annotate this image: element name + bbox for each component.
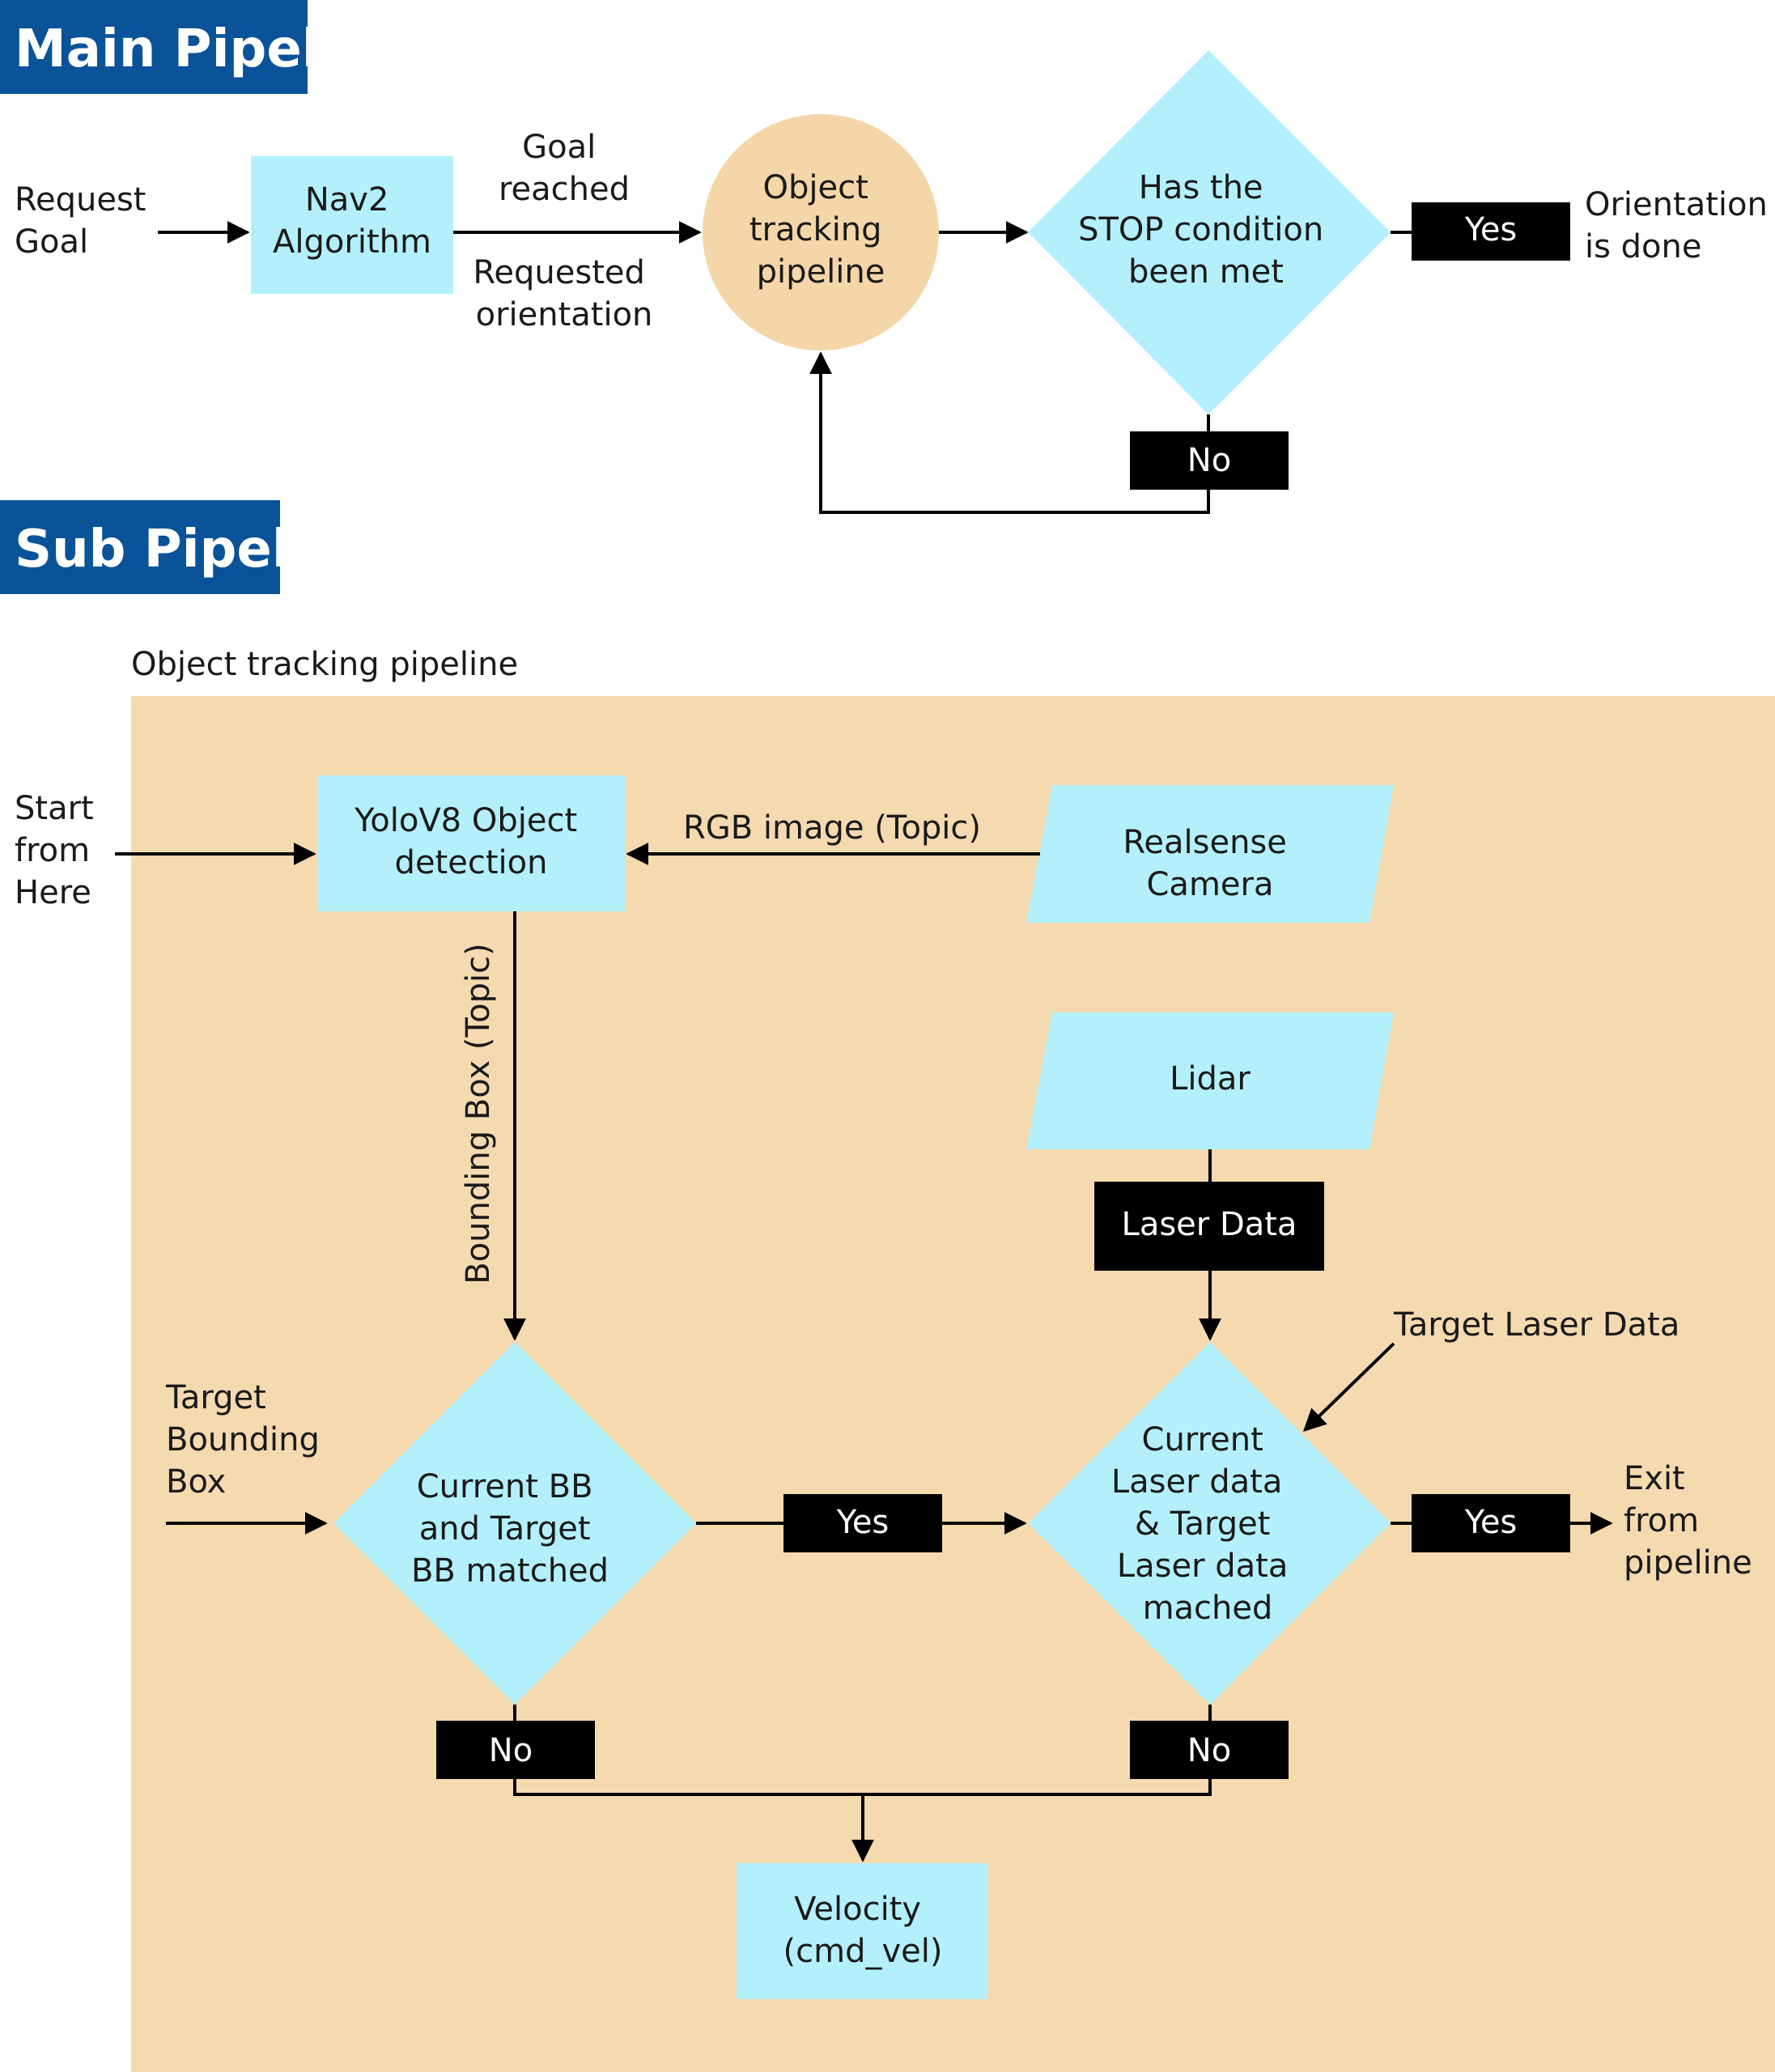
velocity-label: Velocity (cmd_vel) — [783, 1891, 943, 1970]
orientation-done-label: Orientation is done — [1585, 186, 1775, 265]
sub-no-tag-2 — [1130, 1721, 1289, 1779]
rgb-image-topic-label: RGB image (Topic) — [683, 809, 981, 847]
realsense-camera-label: Realsense Camera — [1123, 824, 1297, 903]
laser-data-label: Laser Data — [1122, 1206, 1297, 1243]
stop-condition-label: Has the STOP condition been met — [1078, 169, 1334, 291]
requested-orientation-label: Requested orientation — [473, 254, 655, 333]
target-bounding-box-label: Target Bounding Box — [165, 1379, 330, 1501]
sub-no-label-1: No — [489, 1732, 533, 1769]
nav2-algorithm-label: Nav2 Algorithm — [273, 181, 431, 261]
nav2-algorithm-box — [251, 156, 453, 294]
sub-yes-label-2: Yes — [1464, 1504, 1518, 1541]
main-yes-label: Yes — [1464, 211, 1518, 248]
object-tracking-label: Object tracking pipeline — [749, 169, 892, 291]
velocity-box — [737, 1863, 987, 1999]
object-tracking-node — [703, 114, 939, 350]
bounding-box-topic-label: Bounding Box (Topic) — [460, 943, 497, 1284]
bb-match-label: Current BB and Target BB matched — [411, 1468, 609, 1590]
lidar-label: Lidar — [1170, 1060, 1251, 1098]
sub-yes-tag-1 — [783, 1494, 942, 1552]
sub-panel — [131, 696, 1775, 2072]
goal-reached-label: Goal reached — [499, 129, 630, 208]
yolo-detection-label: YoloV8 Object detection — [354, 802, 588, 881]
sub-no-tag-1 — [436, 1721, 595, 1779]
laser-match-label: Current Laser data & Target Laser data m… — [1111, 1421, 1298, 1627]
sub-pipeline-title: Sub Pipeline — [15, 520, 380, 580]
request-goal-label: Request Goal — [15, 181, 156, 261]
lidar-input — [1026, 1013, 1394, 1149]
bb-match-decision — [333, 1342, 696, 1705]
target-laser-data-label: Target Laser Data — [1393, 1306, 1679, 1344]
sub-panel-label: Object tracking pipeline — [131, 646, 518, 683]
stop-condition-decision — [1028, 50, 1391, 414]
edge-no-loop-back — [809, 351, 1210, 514]
main-no-tag — [1130, 431, 1289, 490]
laser-data-tag — [1094, 1182, 1324, 1271]
realsense-camera-input — [1026, 785, 1394, 923]
sub-no-label-2: No — [1187, 1732, 1231, 1769]
exit-label: Exit from pipeline — [1624, 1460, 1752, 1582]
start-label: Start from Here — [15, 790, 104, 911]
sub-pipeline-title-bg — [0, 500, 280, 594]
main-yes-tag — [1412, 202, 1570, 261]
sub-yes-label-1: Yes — [836, 1504, 890, 1541]
main-pipeline-title-bg — [0, 0, 308, 94]
yolo-detection-box — [317, 775, 625, 911]
sub-yes-tag-2 — [1412, 1494, 1570, 1552]
laser-match-decision — [1028, 1342, 1391, 1705]
edge-target-laser-to-decision — [1302, 1342, 1395, 1432]
main-no-label: No — [1187, 442, 1231, 479]
main-pipeline-title: Main Pipeline — [15, 19, 410, 79]
